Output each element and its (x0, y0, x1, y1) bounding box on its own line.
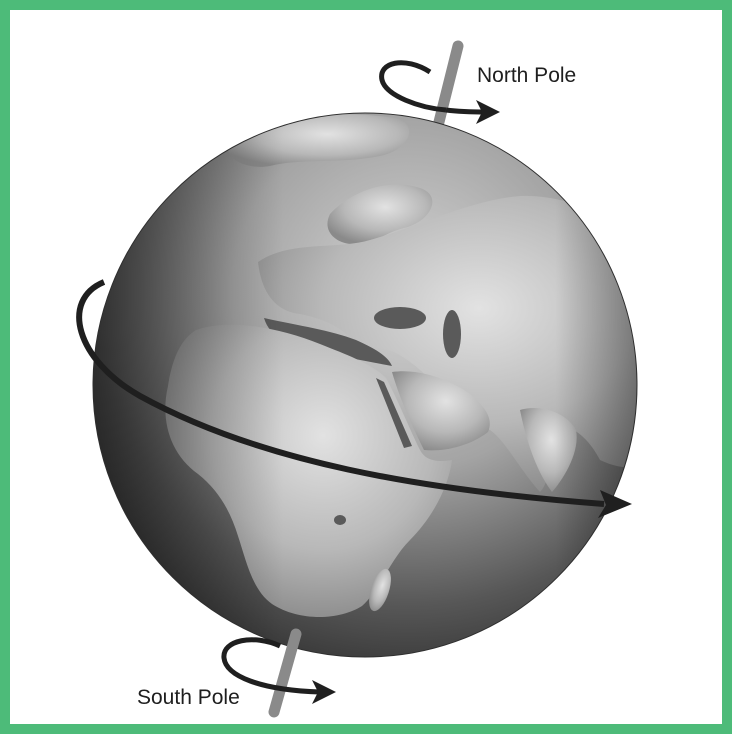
north-pole-label: North Pole (477, 64, 576, 88)
globe (93, 113, 660, 657)
south-pole-label: South Pole (137, 686, 240, 710)
north-axis (436, 46, 458, 134)
continents (93, 113, 660, 657)
north-rotation-arrow (446, 110, 486, 112)
north-rotation-arrow-back (382, 63, 446, 110)
